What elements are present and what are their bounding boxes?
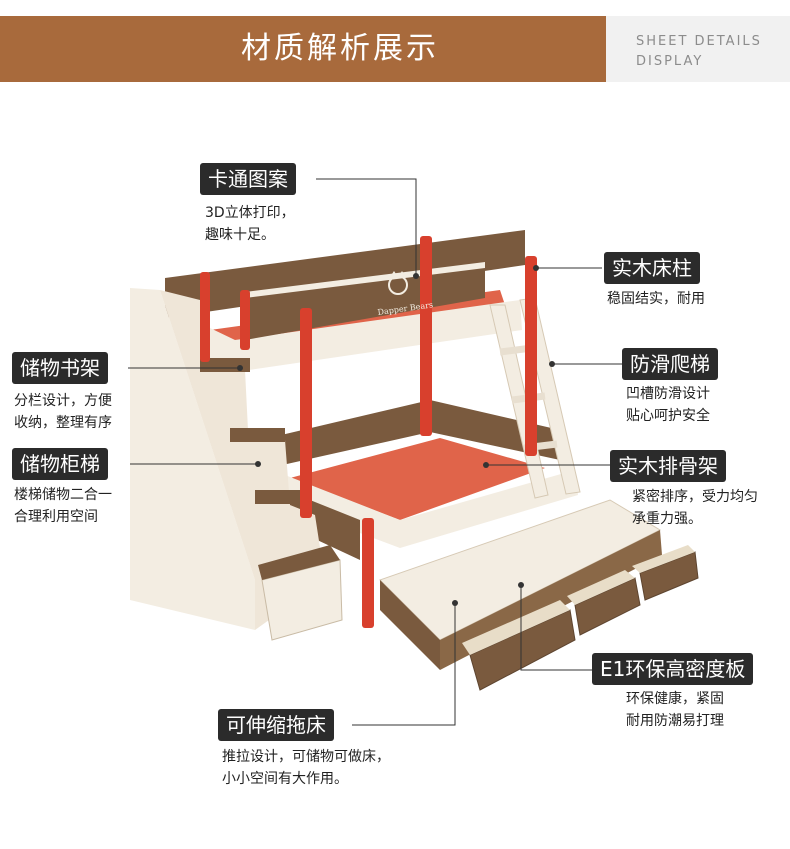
callout-bookshelf-desc-line-1: 分栏设计，方便 xyxy=(14,393,112,409)
post-front-right xyxy=(525,256,537,456)
callout-board-label: E1环保高密度板 xyxy=(592,653,754,685)
callout-slats-desc-line-1: 紧密排序，受力均匀 xyxy=(632,489,758,505)
callout-cabinet-desc: 楼梯储物二合一 合理利用空间 xyxy=(14,484,112,528)
callout-ladder-desc-line-2: 贴心呵护安全 xyxy=(626,408,710,424)
callout-board-desc-line-1: 环保健康，紧固 xyxy=(626,691,724,707)
callout-cartoon-desc: 3D立体打印， 趣味十足。 xyxy=(205,202,295,246)
callout-bookshelf-desc: 分栏设计，方便 收纳，整理有序 xyxy=(14,390,112,434)
callout-trundle-label: 可伸缩拖床 xyxy=(218,709,334,741)
post-lower-front xyxy=(362,518,374,628)
stair-cabinet-side xyxy=(130,288,255,630)
callout-bedpost-desc-line-1: 稳固结实，耐用 xyxy=(607,291,705,307)
leader-board-1 xyxy=(520,585,592,671)
post-back-left xyxy=(200,272,210,362)
callout-bedpost-desc: 稳固结实，耐用 xyxy=(607,288,705,310)
header-title-band xyxy=(0,16,606,82)
callout-cabinet-desc-line-2: 合理利用空间 xyxy=(14,509,98,525)
lower-slats xyxy=(290,438,545,520)
callout-cabinet-desc-line-1: 楼梯储物二合一 xyxy=(14,487,112,503)
header-subtitle-panel: SHEET DETAILS DISPLAY xyxy=(606,16,790,82)
stair-step-3 xyxy=(255,490,300,504)
callout-cartoon-desc-line-1: 3D立体打印， xyxy=(205,205,295,221)
page-title: 材质解析展示 xyxy=(241,31,439,66)
page-header: 材质解析展示 SHEET DETAILS DISPLAY xyxy=(0,16,790,82)
callout-cartoon-desc-line-2: 趣味十足。 xyxy=(205,227,275,243)
callout-board-desc-line-2: 耐用防潮易打理 xyxy=(626,713,724,729)
trundle-drawer-inner-2 xyxy=(567,570,635,605)
callout-leaders xyxy=(128,178,622,726)
callout-board-desc: 环保健康，紧固 耐用防潮易打理 xyxy=(626,688,724,732)
callout-ladder-label: 防滑爬梯 xyxy=(622,348,718,380)
stair-drawer-inside xyxy=(258,545,340,580)
callout-trundle-desc: 推拉设计，可储物可做床， 小小空间有大作用。 xyxy=(222,746,390,790)
trundle-drawer-inner-3 xyxy=(632,545,695,573)
header-subtitle-line-1: SHEET DETAILS xyxy=(636,34,762,49)
stair-step-2 xyxy=(230,428,285,442)
callout-trundle-desc-line-1: 推拉设计，可储物可做床， xyxy=(222,749,390,765)
callout-dots xyxy=(237,265,555,606)
callout-bedpost-label: 实木床柱 xyxy=(604,252,700,284)
callout-ladder-desc: 凹槽防滑设计 贴心呵护安全 xyxy=(626,383,710,427)
post-back-right xyxy=(420,236,432,436)
callout-cabinet-label: 储物柜梯 xyxy=(12,448,108,480)
callout-ladder-desc-line-1: 凹槽防滑设计 xyxy=(626,386,710,402)
header-subtitle-line-2: DISPLAY xyxy=(636,54,704,69)
callout-slats-label: 实木排骨架 xyxy=(610,450,726,482)
trundle-drawer-inner-1 xyxy=(462,600,570,655)
leader-trundle xyxy=(352,603,456,726)
post-upper-rail xyxy=(240,290,250,350)
stair-cabinet-front xyxy=(160,290,325,630)
trundle-front xyxy=(380,580,440,670)
callout-cartoon-label: 卡通图案 xyxy=(200,163,296,195)
crown-logo xyxy=(388,271,408,295)
callout-bookshelf-label: 储物书架 xyxy=(12,352,108,384)
post-front-left xyxy=(300,308,312,518)
lower-back-panel xyxy=(260,400,560,470)
callout-bookshelf-desc-line-2: 收纳，整理有序 xyxy=(14,415,112,431)
callout-slats-desc: 紧密排序，受力均匀 承重力强。 xyxy=(632,486,758,530)
callout-trundle-desc-line-2: 小小空间有大作用。 xyxy=(222,771,348,787)
trundle-drawer-1 xyxy=(469,609,576,691)
stair-drawer xyxy=(261,559,343,641)
header-subtitle: SHEET DETAILS DISPLAY xyxy=(636,32,762,72)
callout-slats-desc-line-2: 承重力强。 xyxy=(632,511,702,527)
trundle-drawer-3 xyxy=(639,551,699,601)
leader-cartoon xyxy=(316,178,417,274)
